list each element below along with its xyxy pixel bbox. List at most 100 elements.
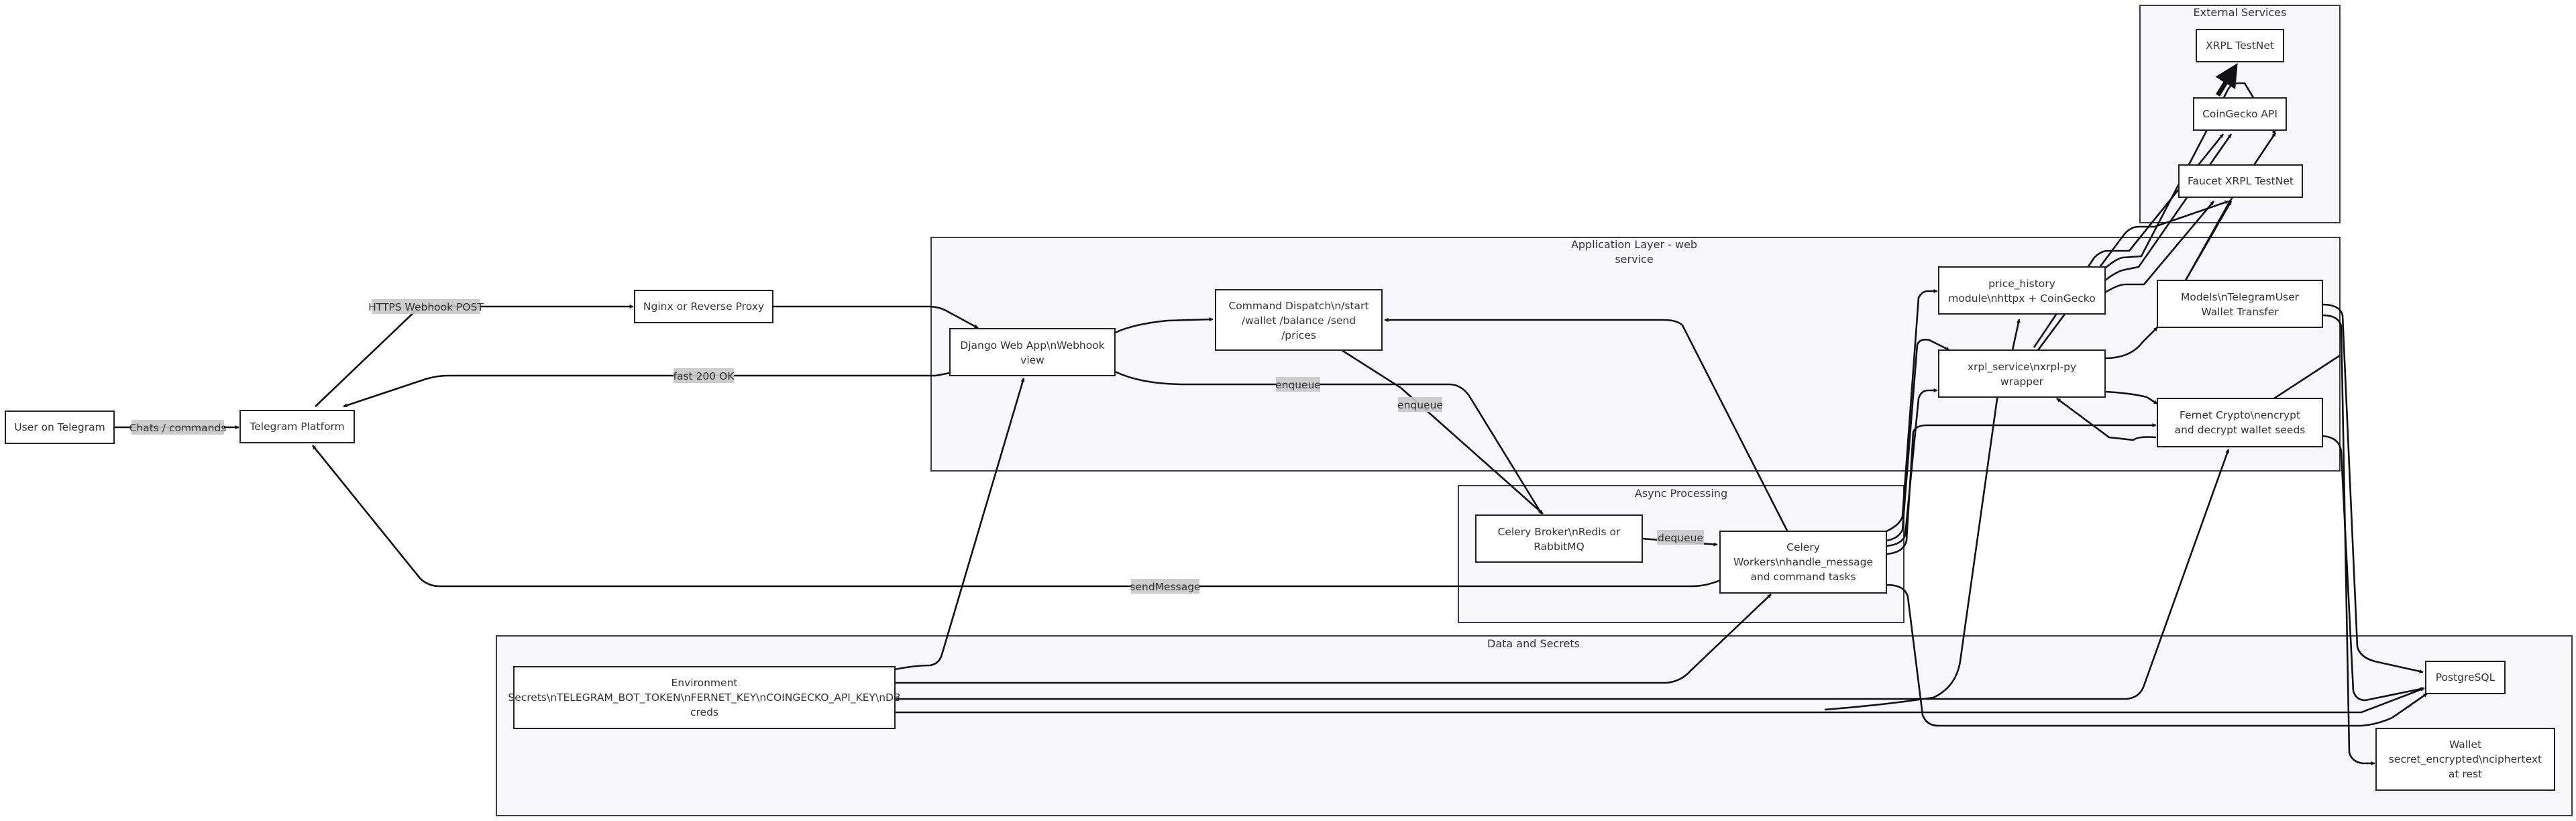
edge-telegram-to-nginx — [315, 305, 634, 407]
edge-env-to-postgres — [895, 687, 2425, 714]
node-nginx-reverse-proxy-label: Nginx or Reverse Proxy — [643, 300, 764, 313]
edge-xrpl-service-to-fernet — [2104, 390, 2158, 405]
node-command-dispatch-label-line2: /wallet /balance /send — [1242, 315, 1356, 327]
node-xrpl-service-wrapper-label-line1: xrpl_service\nxrpl-py — [1968, 361, 2076, 374]
node-wallet-label-line2: secret_encrypted\nciphertext — [2389, 753, 2542, 766]
edge-django-to-telegram-ok — [343, 372, 951, 408]
node-celery-workers-label-line2: Workers\nhandle_message — [1733, 556, 1873, 569]
node-celery-workers-label-line3: and command tasks — [1750, 571, 1856, 583]
edge-workers-to-dispatch — [1384, 318, 1788, 531]
edge-label-chats-commands-text: Chats / commands — [129, 422, 227, 434]
node-faucet-xrpl-testnet[interactable]: Faucet XRPL TestNet — [2178, 164, 2303, 198]
node-wallet[interactable]: Wallet secret_encrypted\nciphertext at r… — [2375, 728, 2555, 791]
node-telegram-platform-label: Telegram Platform — [249, 421, 344, 433]
node-celery-broker-label-line1: Celery Broker\nRedis or — [1498, 526, 1621, 538]
node-telegram-platform[interactable]: Telegram Platform — [239, 410, 355, 443]
edge-workers-to-xrpl-service — [1886, 339, 1950, 542]
node-celery-workers[interactable]: Celery Workers\nhandle_message and comma… — [1719, 531, 1887, 594]
node-django-web-app-label-line1: Django Web App\nWebhook — [960, 339, 1104, 351]
node-fernet-crypto-label-line1: Fernet Crypto\nencrypt — [2180, 409, 2300, 421]
node-celery-workers-label-line1: Celery — [1786, 541, 1820, 553]
node-command-dispatch-label-line3: /prices — [1281, 329, 1316, 341]
edge-fernet-to-postgres — [2322, 435, 2425, 702]
cluster-application-layer-title-line2: service — [1615, 253, 1653, 266]
edge-label-sendmessage-text: sendMessage — [1130, 581, 1200, 593]
edge-django-to-broker — [1114, 370, 1543, 514]
edge-env-to-fernet — [895, 449, 2230, 700]
node-nginx-reverse-proxy[interactable]: Nginx or Reverse Proxy — [634, 290, 773, 323]
cluster-external-services-title: External Services — [2194, 6, 2287, 19]
node-command-dispatch-label-line1: Command Dispatch\n/start — [1228, 300, 1368, 312]
edge-models-to-coingecko — [2184, 132, 2277, 281]
node-models-label-line2: Wallet Transfer — [2201, 306, 2279, 318]
node-fernet-crypto[interactable]: Fernet Crypto\nencrypt and decrypt walle… — [2157, 398, 2323, 447]
edge-price-history-to-faucet — [2104, 201, 2214, 294]
edge-coingecko-to-testnet — [2215, 63, 2238, 97]
edge-xrpl-service-to-faucet — [2037, 200, 2229, 351]
node-xrpl-testnet-label: XRPL TestNet — [2206, 40, 2274, 52]
edge-env-to-django — [894, 378, 1025, 671]
node-xrpl-service-wrapper[interactable]: xrpl_service\nxrpl-py wrapper — [1938, 349, 2106, 398]
edge-fernet-to-xrpl-service — [2056, 397, 2157, 441]
node-environment-secrets-label-line3: creds — [690, 706, 718, 718]
edge-xrpl-service-to-price-history — [2011, 319, 2021, 351]
node-models-label-line1: Models\nTelegramUser — [2181, 291, 2300, 303]
edge-nginx-to-django — [773, 305, 979, 329]
edge-label-enqueue-1: enqueue — [1275, 377, 1321, 392]
node-django-web-app-label-line2: view — [1020, 354, 1044, 366]
node-xrpl-testnet[interactable]: XRPL TestNet — [2196, 29, 2284, 62]
node-django-web-app[interactable]: Django Web App\nWebhook view — [949, 328, 1116, 376]
edge-env-to-xrpl-service — [1824, 394, 2000, 711]
edge-price-history-to-testnet — [2104, 133, 2233, 282]
node-postgresql-label: PostgreSQL — [2436, 671, 2496, 683]
node-price-history-module-label-line2: module\nhttpx + CoinGecko — [1948, 292, 2095, 305]
edge-xrpl-service-to-models — [2104, 327, 2158, 360]
node-xrpl-service-wrapper-label-line2: wrapper — [2000, 376, 2044, 388]
edge-label-chats-commands: Chats / commands — [129, 420, 227, 435]
edge-label-fast-200-ok: fast 200 OK — [674, 368, 735, 383]
edge-models-to-wallet — [2322, 314, 2375, 765]
node-fernet-crypto-label-line2: and decrypt wallet seeds — [2175, 424, 2306, 436]
edge-label-https-webhook-post-text: HTTPS Webhook POST — [368, 301, 484, 313]
cluster-async-processing-title: Async Processing — [1635, 487, 1727, 500]
edge-label-https-webhook-post: HTTPS Webhook POST — [368, 299, 484, 314]
edge-label-enqueue-1-text: enqueue — [1275, 379, 1321, 391]
node-celery-broker[interactable]: Celery Broker\nRedis or RabbitMQ — [1475, 514, 1643, 563]
node-price-history-module-label-line1: price_history — [1988, 278, 2055, 290]
edge-workers-to-models — [1886, 388, 1938, 547]
node-models[interactable]: Models\nTelegramUser Wallet Transfer — [2157, 280, 2323, 328]
node-wallet-label-line1: Wallet — [2449, 738, 2481, 751]
edge-label-fast-200-ok-text: fast 200 OK — [674, 370, 735, 382]
edge-workers-to-fernet — [1886, 423, 2157, 555]
edge-django-to-dispatch — [1114, 317, 1214, 334]
node-user-on-telegram[interactable]: User on Telegram — [5, 410, 115, 444]
edge-env-to-workers — [895, 594, 1772, 684]
node-environment-secrets-label-line2: Secrets\nTELEGRAM_BOT_TOKEN\nFERNET_KEY\… — [508, 692, 900, 704]
cluster-data-and-secrets-title: Data and Secrets — [1487, 637, 1580, 650]
node-coingecko-api[interactable]: CoinGecko API — [2193, 97, 2287, 131]
node-faucet-xrpl-testnet-label: Faucet XRPL TestNet — [2188, 175, 2294, 187]
node-command-dispatch[interactable]: Command Dispatch\n/start /wallet /balanc… — [1215, 289, 1383, 351]
edge-label-dequeue: dequeue — [1657, 530, 1704, 545]
node-user-on-telegram-label: User on Telegram — [14, 421, 105, 433]
edge-label-dequeue-text: dequeue — [1658, 532, 1703, 544]
cluster-application-layer-title-line1: Application Layer - web — [1571, 238, 1697, 251]
edge-fernet-to-models-line — [2273, 354, 2341, 400]
node-postgresql[interactable]: PostgreSQL — [2425, 661, 2506, 694]
node-price-history-module[interactable]: price_history module\nhttpx + CoinGecko — [1938, 266, 2106, 315]
node-environment-secrets[interactable]: Environment Secrets\nTELEGRAM_BOT_TOKEN\… — [508, 666, 901, 729]
node-coingecko-api-label: CoinGecko API — [2202, 108, 2277, 120]
edge-models-to-postgres — [2322, 303, 2424, 673]
edge-workers-to-telegram-sendmessage — [311, 445, 1721, 588]
edge-workers-to-price-history — [1886, 289, 1938, 533]
edge-workers-to-postgres — [1886, 584, 2428, 727]
node-environment-secrets-label-line1: Environment — [672, 677, 738, 689]
edge-xrpl-service-to-testnet — [2033, 133, 2224, 348]
edge-label-enqueue-2: enqueue — [1397, 397, 1443, 412]
node-wallet-label-line3: at rest — [2449, 768, 2482, 780]
edge-dispatch-to-broker — [1341, 349, 1544, 514]
edges — [114, 63, 2428, 765]
edge-label-sendmessage: sendMessage — [1130, 579, 1201, 594]
edge-label-enqueue-2-text: enqueue — [1397, 399, 1443, 411]
